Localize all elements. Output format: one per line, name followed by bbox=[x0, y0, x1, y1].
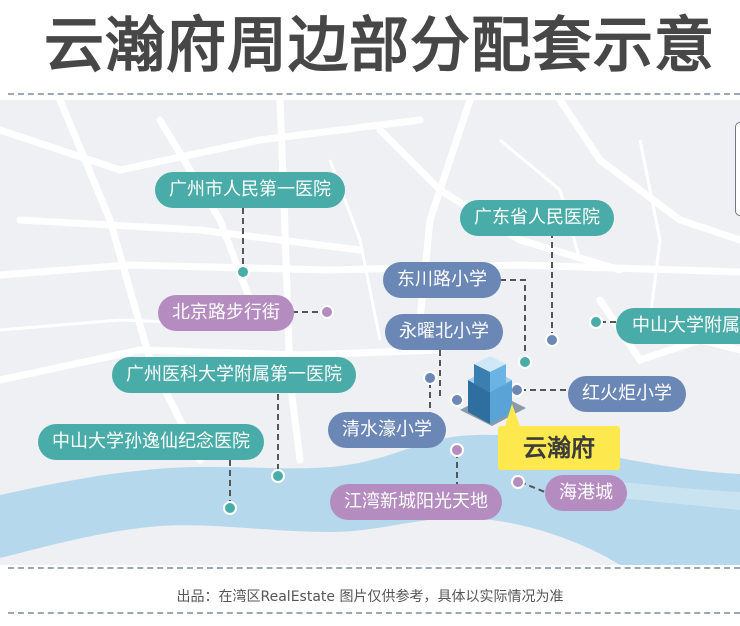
legend-box-edge bbox=[735, 122, 740, 216]
hospital-label-2[interactable]: 广东省人民医院 bbox=[460, 200, 614, 236]
commerce-label-3[interactable]: 海港城 bbox=[545, 475, 627, 511]
top-divider bbox=[8, 93, 740, 95]
markers bbox=[223, 265, 603, 515]
map-area[interactable]: 广州市人民第一医院 广东省人民医院 中山大学附属 广州医科大学附属第一医院 中山… bbox=[0, 100, 740, 565]
school-label-1[interactable]: 东川路小学 bbox=[383, 262, 501, 298]
hospital-label-5[interactable]: 中山大学孙逸仙纪念医院 bbox=[38, 424, 264, 460]
school-label-3[interactable]: 红火炬小学 bbox=[568, 376, 686, 412]
bottom-divider bbox=[8, 567, 740, 569]
project-pointer bbox=[505, 404, 520, 426]
map-title: 云瀚府周边部分配套示意 bbox=[44, 11, 715, 81]
school-label-4[interactable]: 清水濠小学 bbox=[328, 412, 446, 448]
hospital-label-3[interactable]: 中山大学附属 bbox=[616, 308, 740, 344]
school-label-2[interactable]: 永曜北小学 bbox=[385, 314, 503, 350]
building-icon bbox=[460, 356, 526, 426]
project-label[interactable]: 云瀚府 bbox=[498, 426, 620, 470]
commerce-label-2[interactable]: 江湾新城阳光天地 bbox=[330, 484, 502, 520]
commerce-label-1[interactable]: 北京路步行街 bbox=[158, 295, 294, 331]
source-caption: 出品：在湾区RealEstate 图片仅供参考，具体以实际情况为准 bbox=[176, 589, 564, 605]
footer-divider bbox=[8, 612, 740, 614]
hospital-label-1[interactable]: 广州市人民第一医院 bbox=[155, 172, 345, 208]
hospital-label-4[interactable]: 广州医科大学附属第一医院 bbox=[112, 357, 356, 393]
